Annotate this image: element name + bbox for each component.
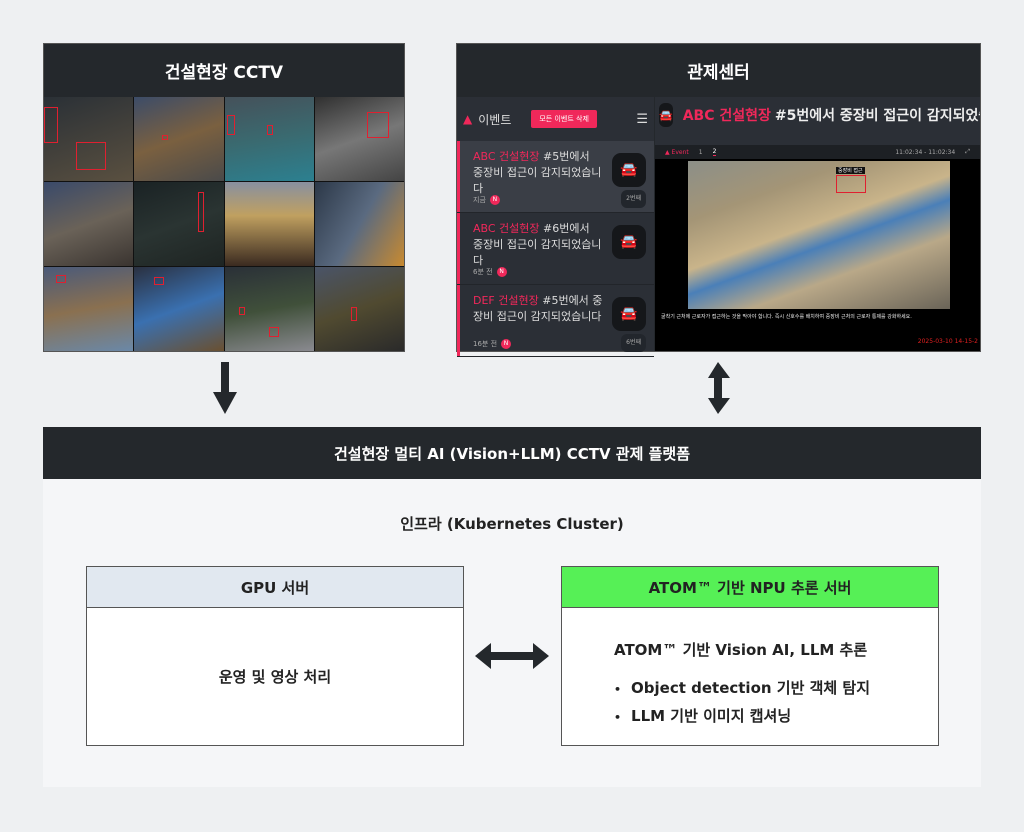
camera-feed: [314, 97, 404, 181]
event-count: 2번째: [621, 190, 646, 208]
camera-feed: [224, 182, 314, 266]
npu-description: ATOM™ 기반 Vision AI, LLM 추론: [614, 641, 868, 659]
event-message: #6번에서 중장비 접근이 감지되었습니다: [473, 222, 602, 267]
camera-feed: [44, 97, 134, 181]
down-arrow-icon: [213, 362, 237, 414]
bidirectional-arrow-icon: [708, 362, 730, 414]
event-count: 6번째: [621, 334, 646, 352]
npu-bullet: Object detection 기반 객체 탐지: [614, 675, 870, 703]
event-time: 지금: [473, 196, 486, 204]
camera-grid: [44, 97, 404, 351]
events-label: 이벤트: [478, 112, 512, 127]
camera-feed: [44, 182, 134, 266]
new-badge: N: [496, 267, 507, 277]
vehicle-alert-icon: 🚘: [612, 297, 646, 331]
cctv-title: 건설현장 CCTV: [164, 62, 284, 83]
event-tab[interactable]: ▲ Event: [665, 148, 689, 156]
control-center-panel: 관제센터 ▲ 이벤트 모든 이벤트 삭제 ☰ ABC 건설현장 #5번에서 중장비 접…: [456, 43, 981, 357]
event-message: #5번에서 중장비 접근이 감지되었습니다: [473, 294, 603, 323]
event-list: ▲ 이벤트 모든 이벤트 삭제 ☰ ABC 건설현장 #5번에서 중장비 접근이 감지…: [457, 97, 654, 357]
gpu-server-box: GPU 서버 운영 및 영상 처리: [86, 566, 464, 746]
vehicle-alert-icon: 🚘: [612, 225, 646, 259]
camera-feed: [134, 182, 224, 266]
tab-1[interactable]: 1: [698, 148, 703, 156]
event-site: ABC 건설현장: [473, 150, 540, 163]
camera-feed: [314, 182, 404, 266]
camera-feed: [44, 267, 134, 351]
video-viewer: ▲ Event 1 2 11:02:34 - 11:02:34 ⤢ 중장비 접근 굴착기…: [655, 145, 980, 351]
llm-caption: 굴착기 근처에 근로자가 접근하는 것을 막아야 합니다. 즉시 신호수를 배치…: [661, 314, 912, 320]
event-time: 6분 전: [473, 268, 493, 276]
camera-feed: [224, 267, 314, 351]
delete-all-events-button[interactable]: 모든 이벤트 삭제: [531, 110, 597, 128]
warning-icon: ▲: [463, 112, 473, 126]
cctv-panel: 건설현장 CCTV: [43, 43, 405, 352]
menu-icon[interactable]: ☰: [636, 111, 648, 127]
detail-site: ABC 건설현장: [682, 108, 771, 124]
expand-icon[interactable]: ⤢: [965, 148, 970, 155]
infra-title: 인프라 (Kubernetes Cluster): [400, 515, 624, 533]
vehicle-alert-icon: 🚘: [612, 153, 646, 187]
event-site: ABC 건설현장: [473, 222, 540, 235]
detection-label: 중장비 접근: [836, 167, 865, 174]
time-range: 11:02:34 - 11:02:34: [895, 148, 956, 156]
vehicle-alert-icon: 🚘: [659, 103, 673, 127]
timestamp: 2025-03-10 14-15-2: [917, 338, 978, 345]
bidirectional-arrow-icon: [475, 643, 549, 669]
control-center-title: 관제센터: [687, 62, 750, 83]
camera-feed: [134, 97, 224, 181]
npu-server-box: ATOM™ 기반 NPU 추론 서버 ATOM™ 기반 Vision AI, L…: [561, 566, 939, 746]
event-site: DEF 건설현장: [473, 294, 539, 307]
tab-2[interactable]: 2: [712, 148, 717, 156]
cctv-frame: 중장비 접근: [688, 161, 950, 309]
detail-message: #5번에서 중장비 접근이 감지되었습: [774, 108, 980, 124]
npu-server-header: ATOM™ 기반 NPU 추론 서버: [562, 567, 938, 608]
event-time: 16분 전: [473, 340, 498, 348]
camera-feed: [134, 267, 224, 351]
platform-bar: 건설현장 멀티 AI (Vision+LLM) CCTV 관제 플랫폼: [43, 427, 981, 479]
new-badge: N: [501, 339, 512, 349]
infra-section: 인프라 (Kubernetes Cluster) GPU 서버 운영 및 영상 …: [43, 479, 981, 787]
camera-feed: [224, 97, 314, 181]
npu-bullet: LLM 기반 이미지 캡셔닝: [614, 703, 870, 731]
gpu-server-header: GPU 서버: [87, 567, 463, 608]
npu-server-body: ATOM™ 기반 Vision AI, LLM 추론 Object detect…: [614, 637, 870, 731]
new-badge: N: [489, 195, 500, 205]
camera-feed: [314, 267, 404, 351]
gpu-server-body: 운영 및 영상 처리: [218, 668, 332, 686]
event-message: #5번에서 중장비 접근이 감지되었습니다: [473, 150, 602, 195]
event-detail: 🚘 ABC 건설현장#5번에서 중장비 접근이 감지되었습 ▲ Event 1 2 11…: [655, 97, 980, 351]
